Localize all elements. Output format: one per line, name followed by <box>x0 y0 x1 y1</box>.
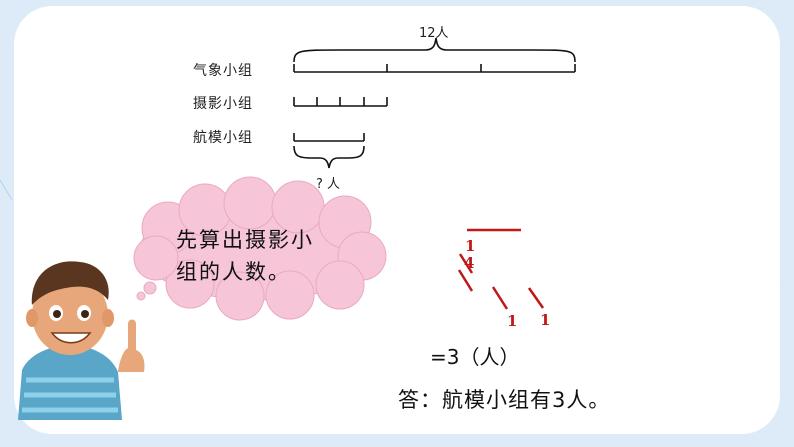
answer-sentence: 答：航模小组有3人。 <box>398 388 611 412</box>
group-label-weather: 气象小组 <box>193 63 253 79</box>
group-label-photo: 摄影小组 <box>193 96 253 112</box>
work-mark-4: 1 <box>540 311 551 329</box>
unknown-count-label: ? 人 <box>316 177 341 192</box>
unknown-brace <box>293 145 365 169</box>
result-equation: =3（人） <box>430 345 520 369</box>
work-mark-3: 1 <box>507 312 518 330</box>
total-brace <box>293 37 576 63</box>
total-count-label: 12人 <box>419 26 449 41</box>
speech-text: 先算出摄影小组的人数。 <box>176 228 314 284</box>
group-label-model: 航模小组 <box>193 130 253 146</box>
work-mark-1: 1 <box>465 237 476 255</box>
work-mark-2: 4 <box>464 254 475 272</box>
